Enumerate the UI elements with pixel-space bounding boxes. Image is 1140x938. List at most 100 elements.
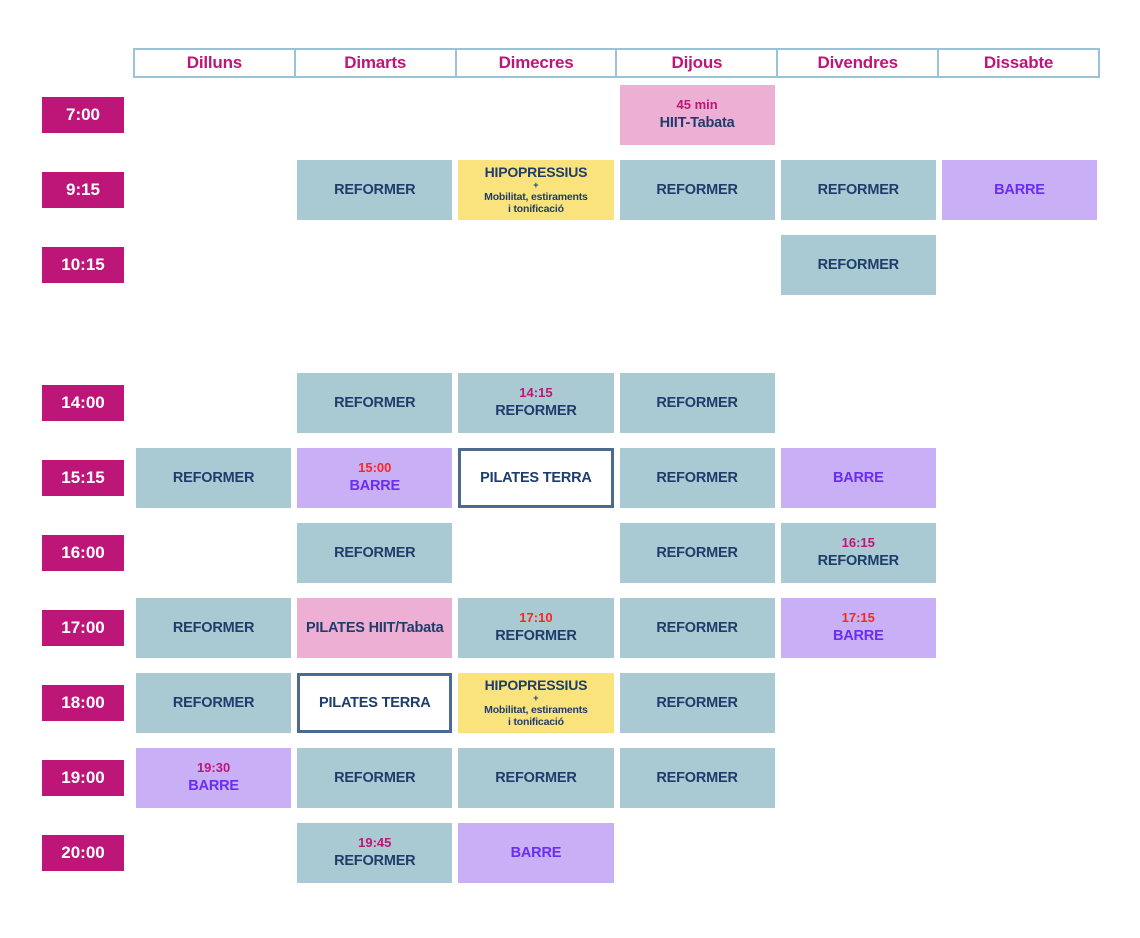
class-cell-divendres: REFORMER xyxy=(780,235,936,295)
time-label: 9:15 xyxy=(42,172,124,208)
empty-slot xyxy=(294,85,455,145)
start-time: 15:00 xyxy=(358,460,392,476)
time-label: 15:15 xyxy=(42,460,124,496)
empty-slot xyxy=(617,235,778,295)
slot-dimarts: REFORMER xyxy=(294,748,455,808)
class-cell-dimecres: REFORMER xyxy=(458,748,614,808)
class-name: REFORMER xyxy=(334,853,416,870)
time-label: 16:00 xyxy=(42,535,124,571)
class-name: PILATES TERRA xyxy=(318,694,431,711)
empty-slot xyxy=(133,373,294,433)
start-time: 17:10 xyxy=(519,610,553,626)
class-cell-divendres: BARRE xyxy=(780,448,936,508)
empty-slot xyxy=(939,673,1100,733)
class-name: BARRE xyxy=(349,478,401,495)
slot-dimarts: REFORMER xyxy=(294,373,455,433)
day-header-dissabte: Dissabte xyxy=(937,50,1098,76)
class-name: REFORMER xyxy=(656,694,738,711)
class-name: REFORMER xyxy=(817,256,900,273)
start-time: 19:45 xyxy=(358,835,392,851)
class-name: REFORMER xyxy=(334,769,416,786)
slot-dimarts: PILATES HIIT/Tabata xyxy=(294,598,455,658)
class-name: REFORMER xyxy=(495,628,577,645)
slot-dilluns: REFORMER xyxy=(133,673,294,733)
empty-slot xyxy=(455,523,616,583)
class-cell-dilluns: REFORMER xyxy=(136,673,292,733)
slot-dijous: REFORMER xyxy=(617,748,778,808)
time-label: 18:00 xyxy=(42,685,124,721)
empty-slot xyxy=(133,160,294,220)
time-label: 19:00 xyxy=(42,760,124,796)
slot-dissabte: BARRE xyxy=(939,160,1100,220)
slot-dilluns: REFORMER xyxy=(133,598,294,658)
empty-slot xyxy=(939,523,1100,583)
class-name: REFORMER xyxy=(656,469,738,486)
class-name: REFORMER xyxy=(334,544,416,561)
class-cell-dimarts: REFORMER xyxy=(297,160,453,220)
empty-slot xyxy=(939,448,1100,508)
empty-slot xyxy=(778,673,939,733)
day-header-dimecres: Dimecres xyxy=(454,50,616,76)
start-time: 45 min xyxy=(676,97,718,113)
empty-slot xyxy=(939,373,1100,433)
class-name: REFORMER xyxy=(817,553,900,570)
time-label: 7:00 xyxy=(42,97,124,133)
empty-slot xyxy=(939,235,1100,295)
day-header-dilluns: Dilluns xyxy=(186,53,243,72)
empty-slot xyxy=(294,235,455,295)
class-cell-dilluns: REFORMER xyxy=(136,598,292,658)
start-time: 14:15 xyxy=(519,385,553,401)
class-cell-dimecres: PILATES TERRA xyxy=(458,448,614,508)
class-subtitle-line1: Mobilitat, estiraments xyxy=(484,704,588,717)
time-label: 14:00 xyxy=(42,385,124,421)
empty-slot xyxy=(778,748,939,808)
slot-dijous: REFORMER xyxy=(617,673,778,733)
class-cell-dimarts: PILATES TERRA xyxy=(297,673,453,733)
empty-slot xyxy=(455,85,616,145)
class-name: REFORMER xyxy=(334,181,416,198)
plus-sign: + xyxy=(533,180,539,191)
slot-dimecres: BARRE xyxy=(455,823,616,883)
class-cell-dijous: REFORMER xyxy=(619,448,775,508)
slot-dijous: REFORMER xyxy=(617,598,778,658)
class-cell-dijous: REFORMER xyxy=(619,598,775,658)
class-name: PILATES HIIT/Tabata xyxy=(306,619,444,636)
empty-slot xyxy=(133,823,294,883)
class-name: REFORMER xyxy=(495,403,577,420)
class-cell-dijous: REFORMER xyxy=(619,523,775,583)
class-name: REFORMER xyxy=(656,394,738,411)
slot-divendres: REFORMER xyxy=(778,160,939,220)
class-cell-dijous: REFORMER xyxy=(619,373,775,433)
class-cell-dimarts: PILATES HIIT/Tabata xyxy=(297,598,453,658)
day-header-dijous: Dijous xyxy=(615,50,776,76)
empty-slot xyxy=(133,235,294,295)
slot-dimarts: PILATES TERRA xyxy=(294,673,455,733)
class-cell-dijous: REFORMER xyxy=(619,673,775,733)
empty-slot xyxy=(778,823,939,883)
empty-slot xyxy=(939,823,1100,883)
class-name: HIIT-Tabata xyxy=(659,115,735,132)
plus-sign: + xyxy=(533,693,539,704)
class-name: REFORMER xyxy=(172,619,255,636)
schedule-row-915: 9:15 REFORMER HIPOPRESSIUS+Mobilitat, esti… xyxy=(42,160,1100,220)
start-time: 17:15 xyxy=(841,610,875,626)
class-name: REFORMER xyxy=(172,694,255,711)
